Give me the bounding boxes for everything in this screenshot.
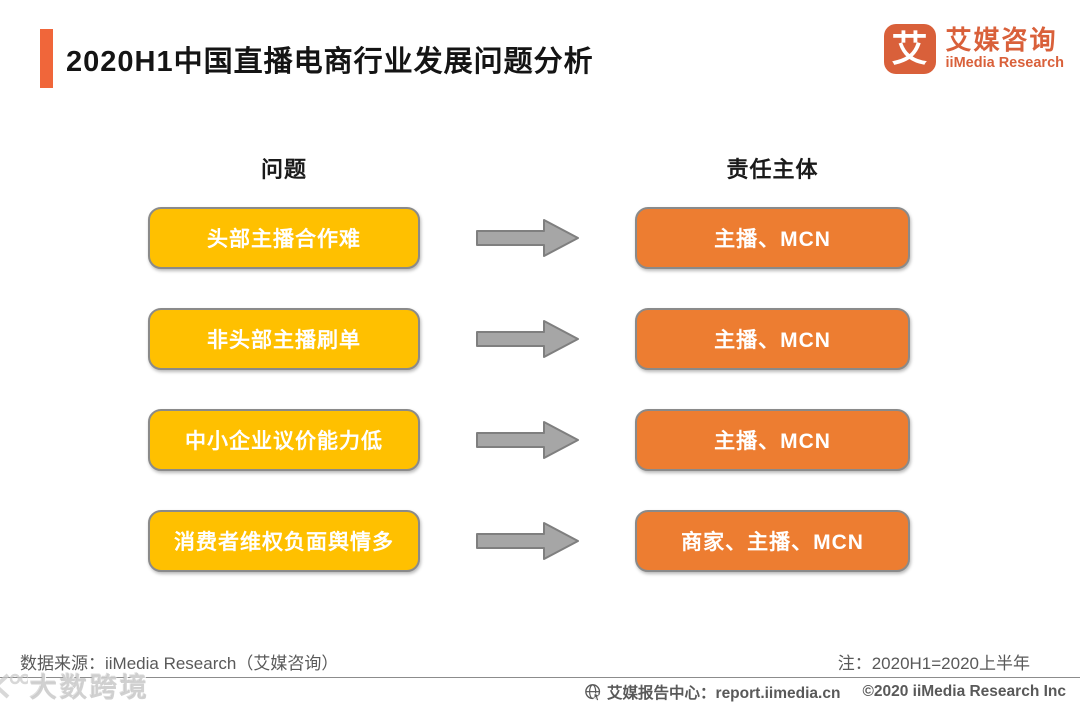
copyright-text: ©2020 iiMedia Research Inc [862, 683, 1066, 700]
responsible-box-4: 商家、主播、MCN [635, 510, 910, 572]
problem-box-4: 消费者维权负面舆情多 [148, 510, 420, 572]
column-header-responsible: 责任主体 [726, 157, 819, 182]
iimedia-logo-icon: 艾 [883, 24, 936, 74]
problem-box-3: 中小企业议价能力低 [148, 409, 420, 471]
data-source-note: 数据来源：iiMedia Research（艾媒咨询） [20, 654, 339, 673]
responsible-box-1: 主播、MCN [635, 207, 910, 269]
problem-box-1: 头部主播合作难 [148, 207, 420, 269]
title-accent-bar [40, 29, 53, 88]
problem-box-2: 非头部主播刷单 [148, 308, 420, 370]
right-arrow-icon [476, 421, 579, 459]
footer-bottom: 艾媒报告中心：report.iimedia.cn ©2020 iiMedia R… [585, 681, 1066, 702]
watermark-text: 大数跨境 [30, 673, 150, 702]
watermark-logo-icon [0, 673, 28, 698]
report-center-link[interactable]: 艾媒报告中心：report.iimedia.cn [607, 685, 841, 702]
right-arrow-icon [476, 320, 579, 358]
column-header-problems: 问题 [260, 157, 307, 182]
iimedia-logo: 艾 艾媒咨询 iiMedia Research [883, 24, 1064, 74]
logo-text: 艾媒咨询 iiMedia Research [946, 26, 1064, 72]
watermark: 大数跨境 [0, 666, 150, 702]
responsible-box-2: 主播、MCN [635, 308, 910, 370]
definition-note: 注：2020H1=2020上半年 [837, 654, 1030, 673]
globe-cursor-icon [585, 683, 602, 701]
responsible-box-3: 主播、MCN [635, 409, 910, 471]
logo-name-en: iiMedia Research [945, 54, 1064, 71]
logo-name-cn: 艾媒咨询 [945, 25, 1058, 55]
right-arrow-icon [476, 219, 579, 257]
page-title: 2020H1中国直播电商行业发展问题分析 [66, 46, 594, 78]
footer-divider [0, 677, 1080, 678]
right-arrow-icon [476, 522, 579, 560]
